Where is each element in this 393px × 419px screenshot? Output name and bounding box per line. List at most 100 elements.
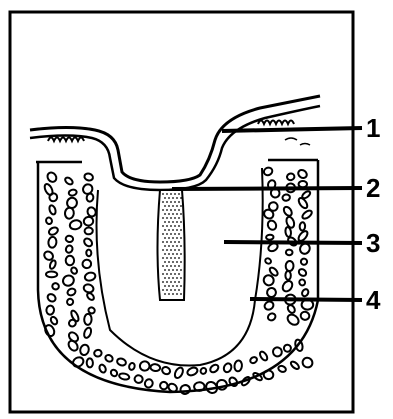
leader-line-2 [172,188,362,189]
column-dot [180,229,182,231]
column-dot [170,217,172,219]
column-dot [174,257,176,259]
column-dot [166,257,168,259]
column-dot [180,261,182,263]
column-dot [178,233,180,235]
column-dot [174,233,176,235]
column-dot [176,221,178,223]
column-dot [176,213,178,215]
column-dot [172,285,174,287]
column-dot [170,289,172,291]
column-dot [162,249,164,251]
column-dot [178,241,180,243]
column-dot [174,273,176,275]
column-dot [168,277,170,279]
column-dot [168,221,170,223]
column-dot [174,249,176,251]
column-dot [170,201,172,203]
column-dot [166,209,168,211]
column-dot [162,217,164,219]
column-dot [174,281,176,283]
column-dot [162,233,164,235]
column-dot [168,197,170,199]
column-dot [164,261,166,263]
label-2: 2 [366,173,380,203]
column-dot [180,269,182,271]
column-dot [176,229,178,231]
column-dot [172,213,174,215]
column-dot [170,257,172,259]
column-dot [168,293,170,295]
column-dot [176,269,178,271]
column-dot [162,225,164,227]
column-dot [180,285,182,287]
column-dot [174,289,176,291]
column-dot [176,237,178,239]
column-dot [166,193,168,195]
column-dot [180,293,182,295]
column-dot [180,197,182,199]
column-dot [170,281,172,283]
column-dot [174,193,176,195]
column-dot [178,273,180,275]
leader-line-4 [250,299,362,300]
column-dot [166,233,168,235]
column-dot [172,253,174,255]
column-dot [172,293,174,295]
column-dot [174,209,176,211]
column-dot [174,217,176,219]
column-dot [166,265,168,267]
column-dot [178,217,180,219]
column-dot [166,289,168,291]
column-dot [162,201,164,203]
label-1: 1 [366,113,380,143]
column-dot [172,205,174,207]
column-dot [164,221,166,223]
column-dot [172,261,174,263]
column-dot [164,269,166,271]
column-dot [170,225,172,227]
column-dot [164,205,166,207]
label-4: 4 [366,285,381,315]
column-dot [170,193,172,195]
column-dot [178,201,180,203]
column-dot [178,225,180,227]
column-dot [170,233,172,235]
column-dot [162,209,164,211]
column-dot [164,229,166,231]
column-dot [172,277,174,279]
column-dot [168,269,170,271]
column-dot [162,281,164,283]
column-dot [168,261,170,263]
column-dot [178,281,180,283]
column-dot [176,293,178,295]
column-dot [162,265,164,267]
column-dot [178,249,180,251]
column-dot [162,257,164,259]
column-dot [176,285,178,287]
column-dot [170,209,172,211]
column-dot [178,265,180,267]
column-dot [172,269,174,271]
column-dot [168,253,170,255]
column-dot [168,245,170,247]
column-dot [174,265,176,267]
column-dot [162,241,164,243]
column-dot [164,253,166,255]
column-dot [168,229,170,231]
column-dot [164,245,166,247]
column-dot [164,213,166,215]
column-dot [166,241,168,243]
column-dot [172,221,174,223]
column-dot [164,277,166,279]
column-dot [174,201,176,203]
column-dot [166,217,168,219]
column-dot [178,209,180,211]
column-dot [170,265,172,267]
dotted-column [158,190,185,300]
column-dot [172,197,174,199]
column-dot [180,221,182,223]
column-dot [178,257,180,259]
column-dot [162,193,164,195]
